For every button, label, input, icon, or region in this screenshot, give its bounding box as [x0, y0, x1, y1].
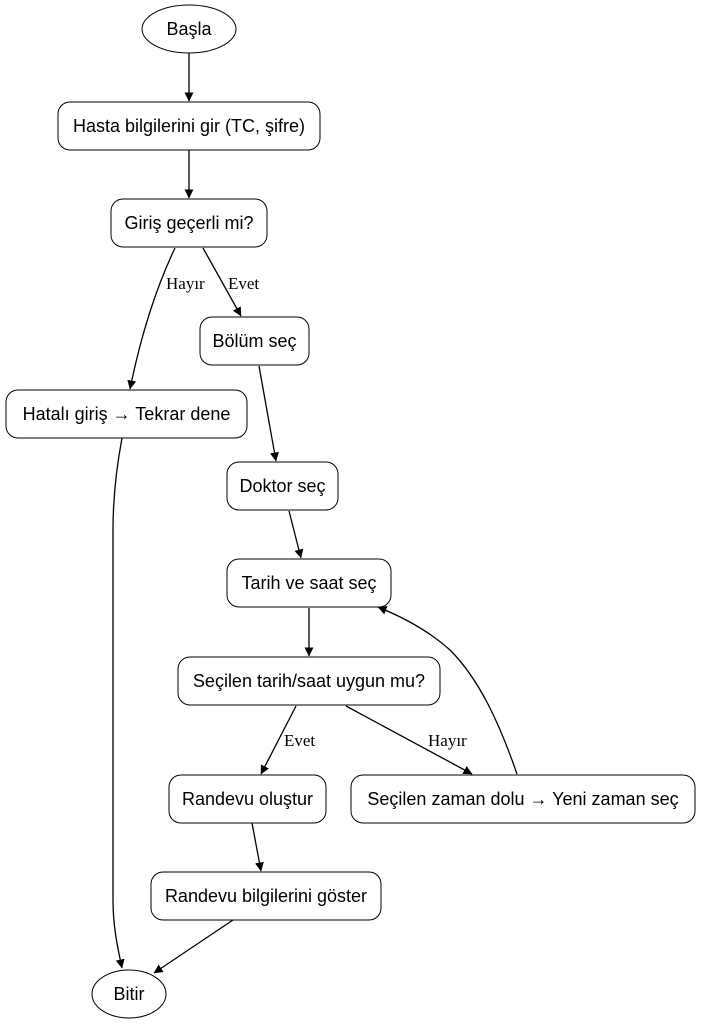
edge-label-available-no: Hayır — [428, 731, 467, 750]
select-datetime-box — [226, 558, 392, 608]
slot-taken-label: Seçilen zaman dolu → Yeni zaman seç — [367, 789, 678, 809]
create-appointment-label: Randevu oluştur — [182, 789, 313, 809]
node-slot-taken: Seçilen zaman dolu → Yeni zaman seç — [350, 774, 696, 824]
invalid-login-label: Hatalı giriş → Tekrar dene — [23, 404, 231, 424]
node-invalid-login: Hatalı giriş → Tekrar dene — [5, 389, 248, 439]
edge-create-appointment-to-show-appointment — [251, 822, 264, 872]
start-ellipse — [141, 4, 237, 54]
end-label: Bitir — [114, 984, 145, 1004]
edge-label-login-no: Hayır — [166, 274, 205, 293]
edges — [112, 53, 518, 974]
edge-label-available-yes: Evet — [284, 731, 315, 750]
node-start: Başla — [141, 4, 237, 54]
edge-login-valid-to-invalid-login — [127, 247, 176, 390]
show-appointment-label: Randevu bilgilerini göster — [165, 886, 367, 906]
edge-show-appointment-to-end — [153, 919, 234, 974]
node-datetime-available: Seçilen tarih/saat uygun mu? — [177, 656, 441, 706]
edge-label-login-yes: Evet — [228, 274, 259, 293]
node-enter-info: Hasta bilgilerini gir (TC, şifre) — [57, 101, 321, 151]
edge-slot-taken-to-select-datetime — [377, 606, 518, 775]
create-appointment-box — [168, 774, 327, 824]
node-end: Bitir — [91, 969, 167, 1019]
select-department-label: Bölüm seç — [212, 331, 296, 351]
edge-select-department-to-select-doctor — [258, 365, 279, 462]
enter-info-label: Hasta bilgilerini gir (TC, şifre) — [73, 116, 305, 136]
show-appointment-box — [150, 871, 382, 921]
slot-taken-box — [350, 774, 696, 824]
select-datetime-label: Tarih ve saat seç — [241, 573, 376, 593]
invalid-login-box — [5, 389, 248, 439]
login-valid-box — [110, 198, 268, 248]
select-department-box — [199, 316, 310, 366]
start-label: Başla — [166, 19, 212, 39]
select-doctor-box — [226, 461, 339, 511]
node-select-datetime: Tarih ve saat seç — [226, 558, 392, 608]
node-select-department: Bölüm seç — [199, 316, 310, 366]
node-create-appointment: Randevu oluştur — [168, 774, 327, 824]
select-doctor-label: Doktor seç — [239, 476, 325, 496]
edge-select-doctor-to-select-datetime — [288, 510, 304, 559]
datetime-available-label: Seçilen tarih/saat uygun mu? — [193, 671, 425, 691]
login-valid-label: Giriş geçerli mi? — [124, 213, 253, 233]
end-ellipse — [91, 969, 167, 1019]
node-show-appointment: Randevu bilgilerini göster — [150, 871, 382, 921]
node-login-valid: Giriş geçerli mi? — [110, 198, 268, 248]
datetime-available-box — [177, 656, 441, 706]
enter-info-box — [57, 101, 321, 151]
edge-datetime-available-to-create-appointment — [260, 705, 297, 775]
edge-login-valid-to-select-department — [202, 247, 242, 317]
edge-labels: Hayır Evet Evet Hayır — [166, 274, 467, 750]
edge-datetime-available-to-slot-taken — [345, 705, 473, 775]
edge-invalid-login-to-end — [112, 437, 125, 969]
node-select-doctor: Doktor seç — [226, 461, 339, 511]
